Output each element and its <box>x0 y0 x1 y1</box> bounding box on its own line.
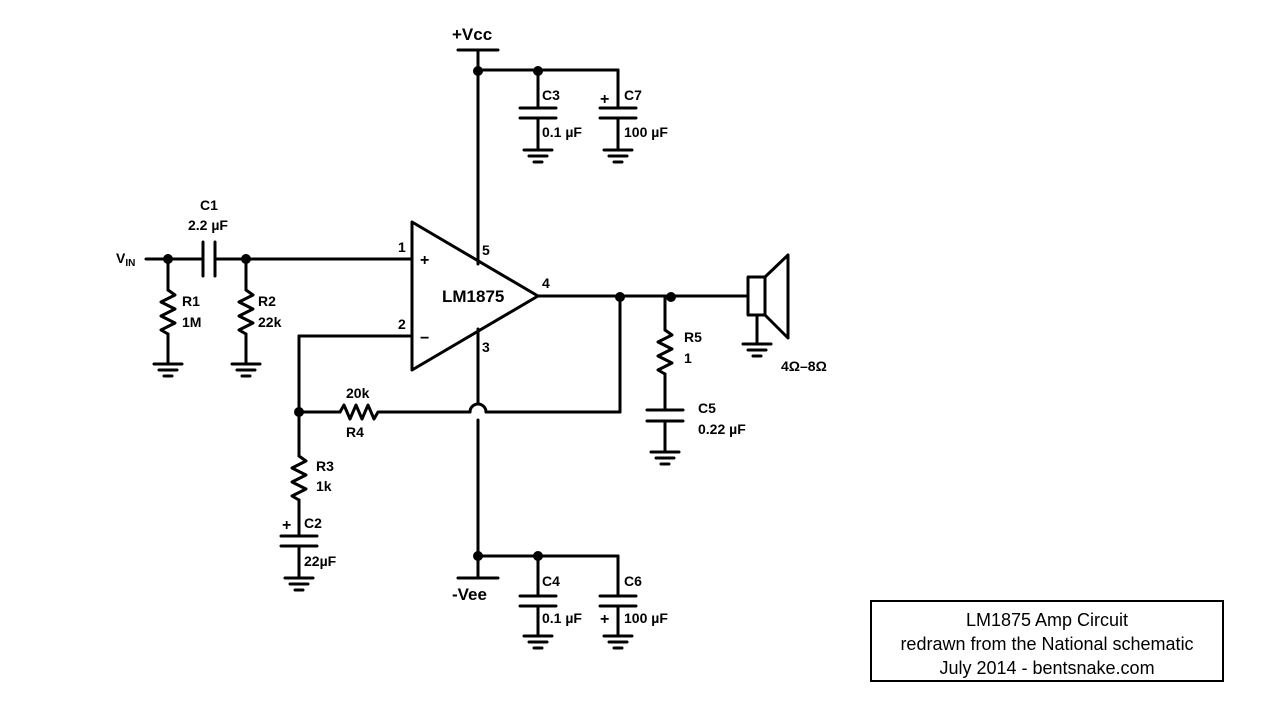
r5-value: 1 <box>684 350 692 366</box>
title-line-2: redrawn from the National schematic <box>900 634 1194 654</box>
op-amp-lm1875: LM1875 + − 1 2 3 4 5 <box>398 220 550 372</box>
pin-1-label: 1 <box>398 239 406 255</box>
c6-polarity: + <box>600 611 609 628</box>
c6-ref: C6 <box>624 573 642 589</box>
vee-label: -Vee <box>452 585 487 604</box>
c5-value: 0.22 µF <box>698 421 746 437</box>
pin-4-label: 4 <box>542 275 550 291</box>
r3-ref: R3 <box>316 458 334 474</box>
capacitor-c3: C3 0.1 µF <box>518 68 582 152</box>
r4-value: 20k <box>346 385 370 401</box>
capacitor-c7: + C7 100 µF <box>598 68 668 152</box>
title-line-3: July 2014 - bentsnake.com <box>939 658 1155 678</box>
c5-ref: C5 <box>698 400 716 416</box>
c2-ref: C2 <box>304 515 322 531</box>
c3-value: 0.1 µF <box>542 124 582 140</box>
c2-polarity: + <box>282 517 291 534</box>
vin-label: VIN <box>116 250 135 269</box>
r1-ref: R1 <box>182 293 200 309</box>
c6-value: 100 µF <box>624 610 668 626</box>
capacitor-c4: C4 0.1 µF <box>518 554 582 638</box>
noninverting-sign: + <box>420 252 429 269</box>
r1-value: 1M <box>182 314 201 330</box>
ground-symbol <box>522 148 554 164</box>
pin-5-label: 5 <box>482 242 490 258</box>
capacitor-c6: + C6 100 µF <box>598 554 668 638</box>
capacitor-c1: C1 2.2 µF <box>188 197 228 278</box>
feedback-network <box>294 294 622 458</box>
title-line-1: LM1875 Amp Circuit <box>965 610 1129 630</box>
c7-value: 100 µF <box>624 124 668 140</box>
c3-ref: C3 <box>542 87 560 103</box>
speaker: 4Ω–8Ω <box>741 253 827 374</box>
c2-value: 22µF <box>304 553 337 569</box>
resistor-r3: R3 1k <box>290 454 334 538</box>
r4-ref: R4 <box>346 424 364 440</box>
input-network: VIN <box>116 250 414 269</box>
title-block: LM1875 Amp Circuit redrawn from the Nati… <box>870 600 1224 682</box>
ground-symbol <box>230 362 262 378</box>
ground-symbol <box>283 576 315 592</box>
ic-name-label: LM1875 <box>442 287 504 306</box>
r2-value: 22k <box>258 314 282 330</box>
r5-ref: R5 <box>684 329 702 345</box>
c4-value: 0.1 µF <box>542 610 582 626</box>
vcc-label: +Vcc <box>452 25 492 44</box>
ground-symbol <box>602 148 634 164</box>
ground-symbol <box>522 634 554 650</box>
pin-3-label: 3 <box>482 339 490 355</box>
ground-symbol <box>152 362 184 378</box>
r2-ref: R2 <box>258 293 276 309</box>
c7-polarity: + <box>600 91 609 108</box>
resistor-r1: R1 1M <box>159 257 201 366</box>
c1-ref: C1 <box>200 197 218 213</box>
capacitor-c2: + C2 22µF <box>279 515 337 580</box>
negative-supply: -Vee <box>452 327 620 604</box>
inverting-sign: − <box>420 330 429 347</box>
c4-ref: C4 <box>542 573 560 589</box>
positive-supply: +Vcc <box>452 25 620 266</box>
r3-value: 1k <box>316 478 332 494</box>
ground-symbol <box>602 634 634 650</box>
c1-value: 2.2 µF <box>188 217 228 233</box>
output-network <box>536 292 750 302</box>
resistor-r2: R2 22k <box>237 257 282 366</box>
c7-ref: C7 <box>624 87 642 103</box>
speaker-impedance: 4Ω–8Ω <box>781 358 827 374</box>
capacitor-c5: C5 0.22 µF <box>645 400 746 454</box>
resistor-r4: 20k R4 <box>338 385 384 440</box>
pin-2-label: 2 <box>398 316 406 332</box>
ground-symbol <box>649 450 681 466</box>
resistor-r5: R5 1 <box>656 294 702 412</box>
